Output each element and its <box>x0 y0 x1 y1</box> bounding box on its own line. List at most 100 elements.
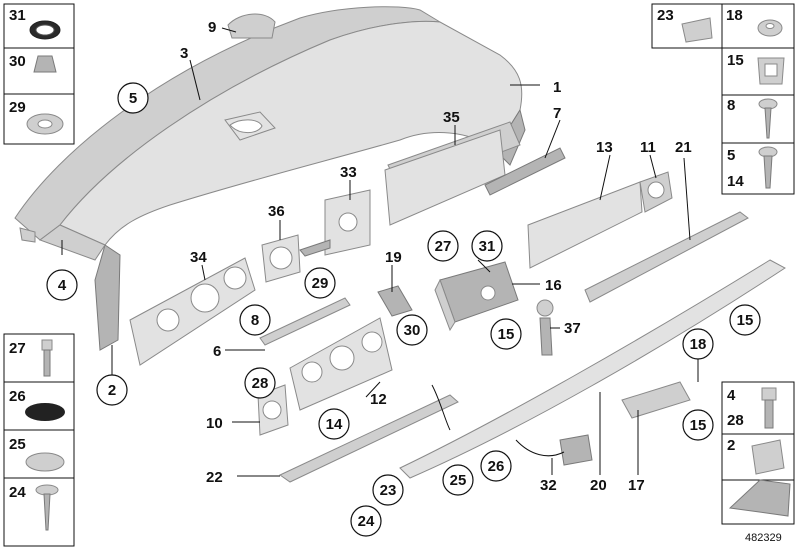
callout-8: 8 <box>251 312 259 329</box>
part-35-panel <box>384 129 506 226</box>
callout-24: 24 <box>358 513 375 530</box>
wire-loom <box>431 384 451 431</box>
part-2-clip-icon <box>751 439 785 475</box>
part-30-nut-icon <box>33 55 57 73</box>
legend-label-18: 18 <box>726 7 743 24</box>
legend-label-28: 28 <box>727 412 744 429</box>
part-20-trim <box>399 259 786 479</box>
part-33-tab <box>299 239 331 257</box>
part-25-washer-icon <box>25 452 65 472</box>
part-13-panel <box>527 181 643 269</box>
instrument-panel-carrier <box>14 6 526 351</box>
callout-15a: 15 <box>498 326 515 343</box>
callout-3: 3 <box>180 45 188 62</box>
callout-1: 1 <box>553 79 561 96</box>
callout-32: 32 <box>540 477 557 494</box>
callout-4: 4 <box>58 277 67 294</box>
callout-2: 2 <box>108 382 116 399</box>
legend-label-5: 5 <box>727 147 735 164</box>
callout-26: 26 <box>488 458 505 475</box>
callout-27: 27 <box>435 238 452 255</box>
right-legend: 15 8 5 14 <box>721 47 795 195</box>
callout-29: 29 <box>312 275 329 292</box>
callout-21: 21 <box>675 139 692 156</box>
legend-label-4: 4 <box>727 387 736 404</box>
callout-19: 19 <box>385 249 402 266</box>
diagram-id: 482329 <box>745 532 782 544</box>
part-11-hole <box>647 181 665 199</box>
part-21-trim <box>584 211 749 303</box>
legend-label-27: 27 <box>9 340 26 357</box>
left-legend-bottom: 27 26 25 24 <box>3 333 75 547</box>
callout-25: 25 <box>450 472 467 489</box>
callout-33: 33 <box>340 164 357 181</box>
part-12-hole-3 <box>361 331 383 353</box>
right-legend-top: 23 18 <box>651 3 795 49</box>
callout-7: 7 <box>553 105 561 122</box>
part-10-hole <box>262 400 282 420</box>
callout-37: 37 <box>564 320 581 337</box>
part-34-hole-2 <box>190 283 220 313</box>
part-33-hole <box>338 212 358 232</box>
callout-20: 20 <box>590 477 607 494</box>
callout-34: 34 <box>190 249 207 266</box>
part-12-hole-1 <box>301 361 323 383</box>
callout-13: 13 <box>596 139 613 156</box>
part-36-hole <box>269 246 293 270</box>
callout-35: 35 <box>443 109 460 126</box>
legend-label-29: 29 <box>9 99 26 116</box>
part-19-bracket <box>377 285 413 317</box>
callout-6: 6 <box>213 343 221 360</box>
callout-18: 18 <box>690 336 707 353</box>
part-7-vent <box>484 147 566 196</box>
callout-23: 23 <box>380 482 397 499</box>
part-34-hole-1 <box>156 308 180 332</box>
part-37-switch <box>536 299 554 317</box>
legend-label-26: 26 <box>9 388 26 405</box>
arrow-outline-icon <box>728 479 791 517</box>
legend-label-24: 24 <box>9 484 26 501</box>
left-legend-top: 31 30 29 <box>3 3 75 145</box>
part-23-clip-icon <box>681 17 713 43</box>
part-22-trim <box>279 394 459 483</box>
legend-label-30: 30 <box>9 53 26 70</box>
callout-16: 16 <box>545 277 562 294</box>
legend-label-25: 25 <box>9 436 26 453</box>
callout-15c: 15 <box>690 417 707 434</box>
part-34-hole-3 <box>223 266 247 290</box>
callout-12: 12 <box>370 391 387 408</box>
part-16-hole <box>480 285 496 301</box>
callout-31: 31 <box>479 238 496 255</box>
part-9-cap <box>227 13 276 39</box>
right-legend-bottom: 4 28 2 <box>721 381 795 525</box>
part-26-pad-icon <box>25 403 65 421</box>
callout-36: 36 <box>268 203 285 220</box>
callout-11: 11 <box>640 139 656 156</box>
legend-label-31: 31 <box>9 7 26 24</box>
callout-5: 5 <box>129 90 137 107</box>
part-17-bracket <box>621 381 691 419</box>
part-27-screw-icon <box>41 339 53 351</box>
callout-22: 22 <box>206 469 223 486</box>
legend-label-2: 2 <box>727 437 735 454</box>
callout-9: 9 <box>208 19 216 36</box>
legend-label-14: 14 <box>727 173 744 190</box>
legend-label-15: 15 <box>727 52 744 69</box>
part-34-cluster <box>129 257 256 366</box>
callout-28: 28 <box>252 375 269 392</box>
part-12-hole-2 <box>329 345 355 371</box>
part-4-bolt-icon <box>761 387 777 401</box>
legend-label-23: 23 <box>657 7 674 24</box>
callout-30: 30 <box>404 322 421 339</box>
part-6-strip <box>259 297 351 346</box>
callout-14: 14 <box>326 416 343 433</box>
legend-label-8: 8 <box>727 97 735 114</box>
callout-17: 17 <box>628 477 645 494</box>
callout-15b: 15 <box>737 312 754 329</box>
circled-callouts: 5 4 2 29 8 28 14 30 27 31 15 15 18 15 23… <box>46 82 761 537</box>
callout-10: 10 <box>206 415 223 432</box>
part-32-module <box>559 434 593 466</box>
callout-labels: 1 3 9 35 7 13 11 21 33 36 34 19 16 37 6 … <box>180 19 692 494</box>
